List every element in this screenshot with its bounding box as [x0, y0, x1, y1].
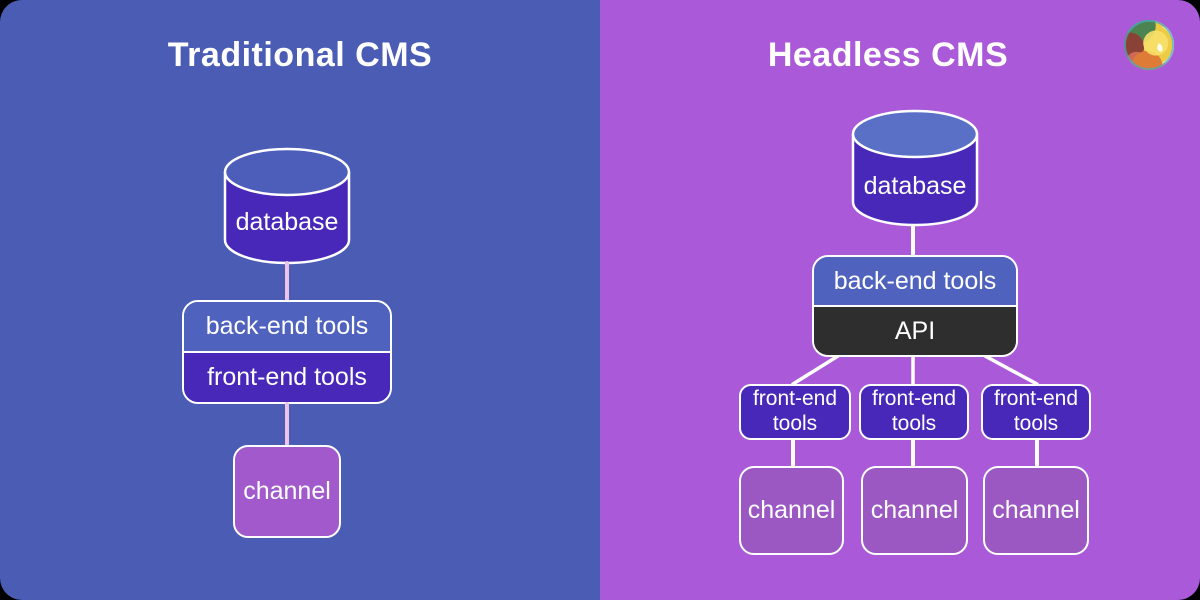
frontend-tools-cell: front-end tools [184, 351, 390, 402]
connector-db-to-backend [911, 224, 915, 257]
api-cell: API [814, 305, 1016, 355]
headless-backend-api-box: back-end tools API [812, 255, 1018, 357]
channel-box: channel [861, 466, 968, 555]
database-label: database [235, 208, 339, 236]
backend-tools-cell: back-end tools [814, 257, 1016, 305]
headless-cms-panel: Headless CMS database back-end tools API… [600, 0, 1200, 600]
connector-api-fanout [791, 355, 1039, 385]
frontend-tools-box: front-end tools [859, 384, 969, 440]
glass-marble-logo-icon [1123, 19, 1175, 71]
frontend-tools-box: front-end tools [981, 384, 1091, 440]
database-cylinder-icon [223, 147, 351, 265]
connector-frontend-to-channel [1035, 438, 1039, 467]
traditional-cms-title: Traditional CMS [167, 36, 433, 74]
backend-tools-cell: back-end tools [184, 302, 390, 351]
headless-cms-title: Headless CMS [767, 36, 1009, 74]
traditional-tools-box: back-end tools front-end tools [182, 300, 392, 404]
connector-db-to-tools [285, 261, 289, 303]
database-label: database [863, 172, 967, 200]
channel-box: channel [233, 445, 341, 538]
connector-frontend-to-channel [911, 438, 915, 467]
connector-frontend-to-channel [791, 438, 795, 467]
connector-tools-to-channel [285, 402, 289, 447]
database-cylinder-icon [851, 109, 979, 227]
channel-box: channel [983, 466, 1089, 555]
traditional-cms-panel: Traditional CMS database back-end tools … [0, 0, 600, 600]
channel-box: channel [739, 466, 844, 555]
frontend-tools-box: front-end tools [739, 384, 851, 440]
